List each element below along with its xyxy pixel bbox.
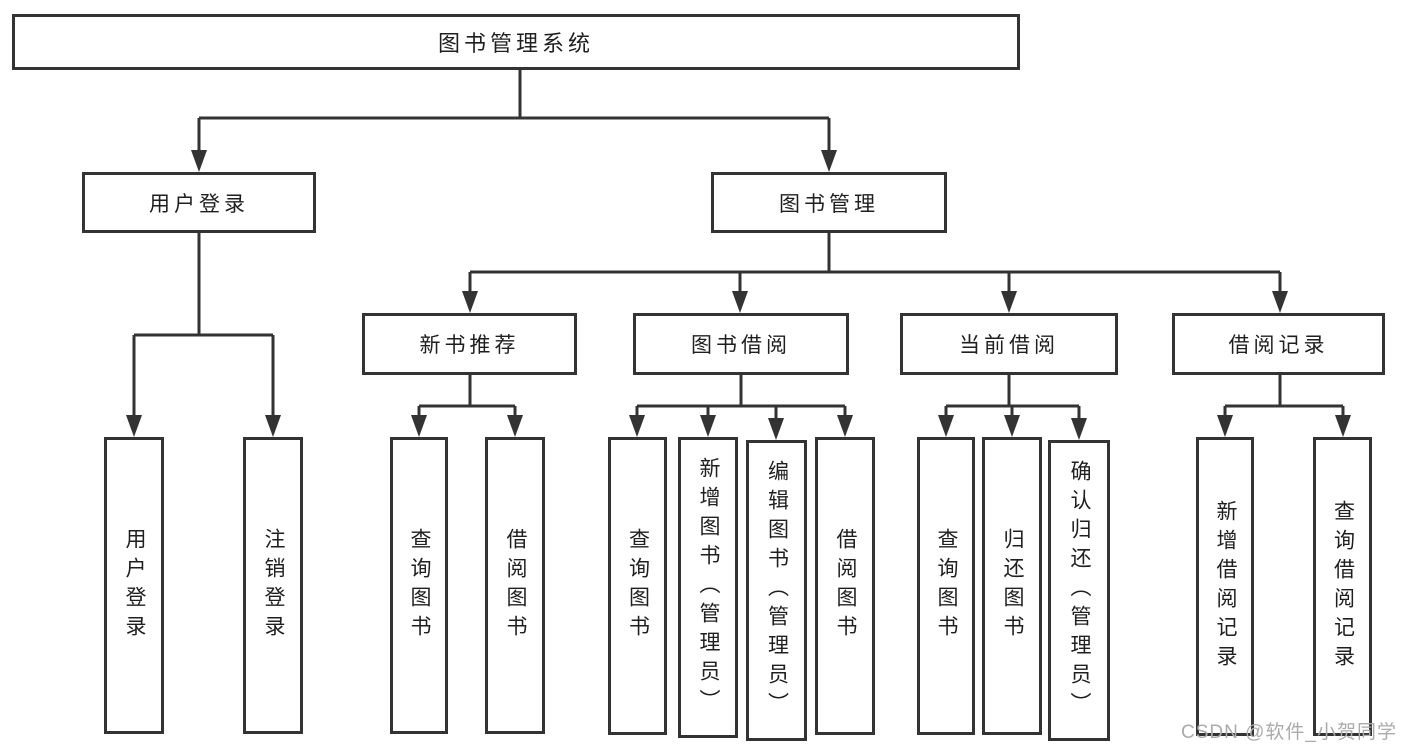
arrowhead-icon (191, 150, 207, 172)
node-book-management: 图书管理 (711, 172, 947, 233)
leaf-query-books-current: 查询图书 (917, 437, 975, 735)
leaf-add-book-admin: 新增图书（管理员） (678, 437, 738, 738)
arrowhead-icon (1272, 291, 1288, 313)
arrowhead-icon (1004, 415, 1020, 437)
connector-lines (132, 70, 1345, 422)
leaf-edit-book-admin: 编辑图书（管理员） (746, 440, 807, 741)
arrowhead-icon (1001, 291, 1017, 313)
leaf-confirm-return-admin: 确认归还（管理员） (1048, 440, 1110, 741)
node-system-root: 图书管理系统 (12, 14, 1020, 70)
arrowhead-icon (1335, 415, 1351, 437)
arrowhead-icon (126, 415, 142, 437)
watermark: CSDN @软件_小贺同学 (1181, 722, 1397, 743)
arrowhead-icon (768, 418, 784, 440)
node-user-login-branch: 用户登录 (82, 172, 316, 233)
arrowhead-icons (126, 150, 1351, 440)
leaf-borrow-books-borrow: 借阅图书 (815, 437, 875, 735)
leaf-add-borrow-record: 新增借阅记录 (1196, 437, 1254, 736)
leaf-return-book: 归还图书 (982, 437, 1042, 735)
arrowhead-icon (1071, 418, 1087, 440)
arrowhead-icon (507, 415, 523, 437)
arrowhead-icon (1217, 415, 1233, 437)
leaf-query-books-newbook: 查询图书 (390, 437, 448, 734)
arrowhead-icon (411, 415, 427, 437)
node-book-borrowing: 图书借阅 (633, 313, 849, 375)
node-new-book-recommend: 新书推荐 (362, 313, 577, 375)
arrowhead-icon (265, 415, 281, 437)
leaf-borrow-books-newbook: 借阅图书 (485, 437, 545, 734)
arrowhead-icon (821, 150, 837, 172)
leaf-query-books-borrow: 查询图书 (608, 437, 667, 735)
leaf-query-borrow-record: 查询借阅记录 (1313, 437, 1372, 736)
arrowhead-icon (629, 415, 645, 437)
arrowhead-icon (700, 415, 716, 437)
arrowhead-icon (938, 415, 954, 437)
leaf-user-login: 用户登录 (104, 437, 164, 734)
arrowhead-icon (837, 415, 853, 437)
node-borrowing-records: 借阅记录 (1172, 313, 1385, 375)
leaf-logout: 注销登录 (243, 437, 303, 734)
arrowhead-icon (732, 291, 748, 313)
arrowhead-icon (462, 291, 478, 313)
node-current-borrowing: 当前借阅 (900, 313, 1118, 375)
